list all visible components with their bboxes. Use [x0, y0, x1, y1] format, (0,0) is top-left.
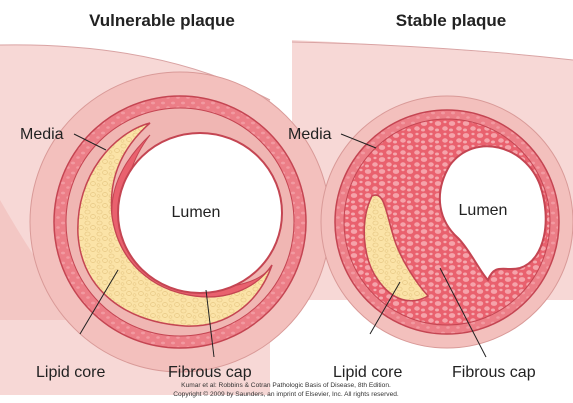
- label-lipid-core-right: Lipid core: [333, 364, 402, 381]
- label-lipid-core-left: Lipid core: [36, 364, 105, 381]
- label-lumen-left: Lumen: [172, 204, 221, 221]
- stable-plaque-vessel: [321, 96, 573, 348]
- label-media-left: Media: [20, 126, 64, 143]
- title-stable: Stable plaque: [396, 11, 507, 30]
- title-vulnerable: Vulnerable plaque: [89, 11, 235, 30]
- credit-line-1: Kumar et al: Robbins & Cotran Pathologic…: [181, 382, 391, 389]
- label-media-right: Media: [288, 126, 332, 143]
- credit-line-2: Copyright © 2009 by Saunders, an imprint…: [173, 390, 399, 398]
- vulnerable-plaque-vessel: [30, 72, 330, 372]
- label-fibrous-cap-left: Fibrous cap: [168, 364, 252, 381]
- label-fibrous-cap-right: Fibrous cap: [452, 364, 536, 381]
- label-lumen-right: Lumen: [459, 202, 508, 219]
